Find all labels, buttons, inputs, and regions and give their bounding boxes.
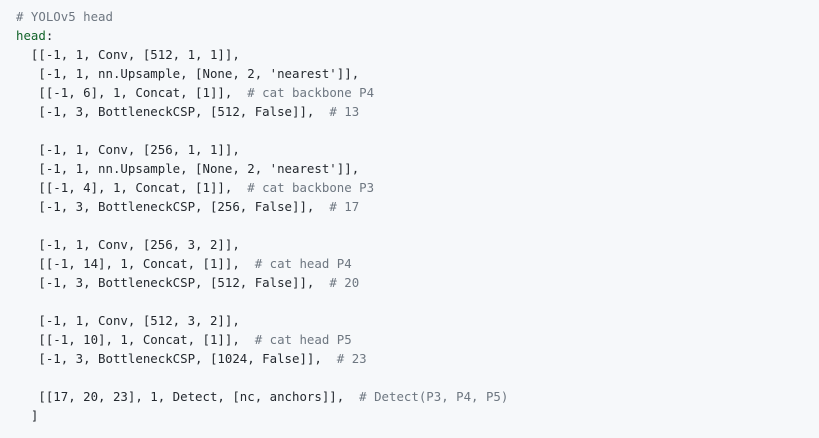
code-text: [[-1, 4], 1, Concat, [1]], <box>16 180 248 195</box>
code-blank-line <box>16 216 819 235</box>
code-line: [-1, 1, Conv, [512, 3, 2]], <box>16 311 819 330</box>
code-line: head: <box>16 26 819 45</box>
code-line: [-1, 3, BottleneckCSP, [512, False]], # … <box>16 273 819 292</box>
code-text: [-1, 1, nn.Upsample, [None, 2, 'nearest'… <box>16 161 360 176</box>
code-text: [-1, 3, BottleneckCSP, [512, False]], <box>16 275 330 290</box>
code-line: [-1, 1, nn.Upsample, [None, 2, 'nearest'… <box>16 64 819 83</box>
code-line: [[17, 20, 23], 1, Detect, [nc, anchors]]… <box>16 387 819 406</box>
code-comment: # cat backbone P3 <box>247 180 375 195</box>
code-blank-line <box>16 292 819 311</box>
code-line: [-1, 1, Conv, [256, 1, 1]], <box>16 140 819 159</box>
code-line: [[-1, 4], 1, Concat, [1]], # cat backbon… <box>16 178 819 197</box>
code-line: ] <box>16 406 819 425</box>
code-line: [[-1, 1, Conv, [512, 1, 1]], <box>16 45 819 64</box>
code-text: [-1, 1, Conv, [256, 1, 1]], <box>16 142 240 157</box>
code-line: [-1, 1, nn.Upsample, [None, 2, 'nearest'… <box>16 159 819 178</box>
code-line: [[-1, 10], 1, Concat, [1]], # cat head P… <box>16 330 819 349</box>
code-comment: # 23 <box>336 351 367 366</box>
code-comment: # YOLOv5 head <box>16 9 113 24</box>
code-text: [[-1, 10], 1, Concat, [1]], <box>16 332 255 347</box>
code-text: ] <box>16 408 39 423</box>
code-blank-line <box>16 368 819 387</box>
code-line: [-1, 3, BottleneckCSP, [256, False]], # … <box>16 197 819 216</box>
code-text: [-1, 1, Conv, [512, 3, 2]], <box>16 313 240 328</box>
code-text: [-1, 1, nn.Upsample, [None, 2, 'nearest'… <box>16 66 360 81</box>
code-key: head <box>16 28 46 43</box>
code-comment: # 17 <box>329 199 360 214</box>
code-line: [[-1, 6], 1, Concat, [1]], # cat backbon… <box>16 83 819 102</box>
code-line: [-1, 3, BottleneckCSP, [512, False]], # … <box>16 102 819 121</box>
code-blank-line <box>16 121 819 140</box>
code-comment: # cat head P5 <box>254 332 352 347</box>
code-comment: # Detect(P3, P4, P5) <box>359 389 509 404</box>
code-text: [-1, 3, BottleneckCSP, [256, False]], <box>16 199 330 214</box>
code-text: [[-1, 6], 1, Concat, [1]], <box>16 85 248 100</box>
code-text: [[-1, 14], 1, Concat, [1]], <box>16 256 255 271</box>
code-text: [[17, 20, 23], 1, Detect, [nc, anchors]]… <box>16 389 360 404</box>
code-line: [-1, 1, Conv, [256, 3, 2]], <box>16 235 819 254</box>
code-comment: # cat head P4 <box>254 256 352 271</box>
code-text: [-1, 1, Conv, [256, 3, 2]], <box>16 237 240 252</box>
code-line: [[-1, 14], 1, Concat, [1]], # cat head P… <box>16 254 819 273</box>
code-text: [-1, 3, BottleneckCSP, [512, False]], <box>16 104 330 119</box>
code-comment: # cat backbone P4 <box>247 85 375 100</box>
code-line: # YOLOv5 head <box>16 7 819 26</box>
code-line: [-1, 3, BottleneckCSP, [1024, False]], #… <box>16 349 819 368</box>
code-text: [-1, 3, BottleneckCSP, [1024, False]], <box>16 351 337 366</box>
code-text: [[-1, 1, Conv, [512, 1, 1]], <box>16 47 240 62</box>
code-comment: # 20 <box>329 275 360 290</box>
code-comment: # 13 <box>329 104 360 119</box>
code-text: : <box>45 28 54 43</box>
